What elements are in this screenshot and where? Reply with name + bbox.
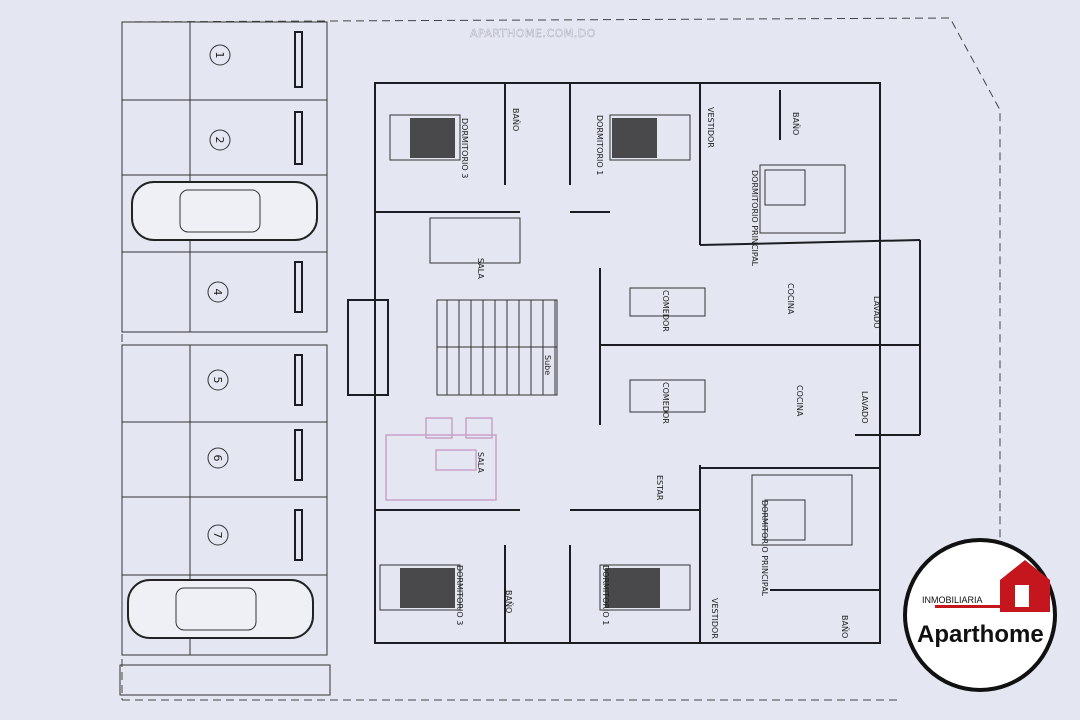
room-label: COMEDOR — [661, 290, 670, 332]
bed-icon — [379, 564, 461, 611]
parking-number-label: 6 — [211, 455, 224, 462]
bed-icon — [751, 474, 853, 546]
dining-table-icon — [629, 379, 706, 413]
room-label: VESTIDOR — [710, 598, 719, 639]
bed-icon — [759, 164, 846, 234]
bed-icon — [599, 564, 691, 611]
room-label: BAÑO — [511, 108, 521, 131]
logo-top-text: INMOBILIARIA — [922, 595, 983, 605]
room-label: LAVADO — [872, 296, 881, 329]
stairs: Sube — [436, 299, 558, 396]
room-label: COCINA — [795, 385, 804, 417]
parking-space-number: 7 — [207, 524, 229, 546]
parking-number-label: 2 — [213, 137, 226, 144]
logo-brand: Aparthome — [917, 621, 1044, 648]
car-icon — [127, 579, 314, 639]
building-walls — [347, 82, 921, 644]
room-label: DORMITORIO PRINCIPAL — [760, 500, 769, 597]
parking-space-number: 5 — [207, 369, 229, 391]
parking-space-number: 4 — [207, 281, 229, 303]
room-label: SALA — [476, 452, 485, 473]
parking-number-label: 5 — [211, 377, 224, 384]
room-label: COMEDOR — [661, 382, 670, 424]
property-boundary — [121, 17, 1001, 540]
bed-icon — [389, 114, 461, 161]
room-label: DORMITORIO PRINCIPAL — [750, 170, 759, 267]
parking-space-number: 6 — [207, 447, 229, 469]
parking-number-label: 4 — [211, 289, 224, 296]
sofa-icon — [385, 417, 497, 501]
sofa-icon — [429, 217, 521, 264]
room-label: BAÑO — [840, 615, 850, 638]
parking-bumpers — [294, 31, 303, 561]
parking-space-number: 2 — [209, 129, 231, 151]
aparthome-logo: INMOBILIARIA Aparthome — [903, 538, 1057, 692]
room-label: BAÑO — [504, 590, 514, 613]
room-label: DORMITORIO 1 — [595, 115, 604, 175]
bed-icon — [609, 114, 691, 161]
parking-space-number: 1 — [209, 44, 231, 66]
room-label: DORMITORIO 3 — [455, 565, 464, 625]
room-label: VESTIDOR — [706, 107, 715, 148]
parking-number-label: 7 — [211, 532, 224, 539]
stairs-label: Sube — [543, 355, 552, 375]
room-label: ESTAR — [655, 475, 664, 501]
room-label: SALA — [476, 258, 485, 279]
room-label: BAÑO — [791, 112, 801, 135]
room-label: COCINA — [786, 283, 795, 315]
dining-table-icon — [629, 287, 706, 317]
car-icon — [131, 181, 318, 241]
room-label: DORMITORIO 1 — [601, 565, 610, 625]
room-label: DORMITORIO 3 — [460, 118, 469, 178]
room-label: LAVADO — [860, 391, 869, 424]
parking-number-label: 1 — [213, 52, 226, 59]
watermark: APARTHOME.COM.DO — [470, 27, 596, 40]
